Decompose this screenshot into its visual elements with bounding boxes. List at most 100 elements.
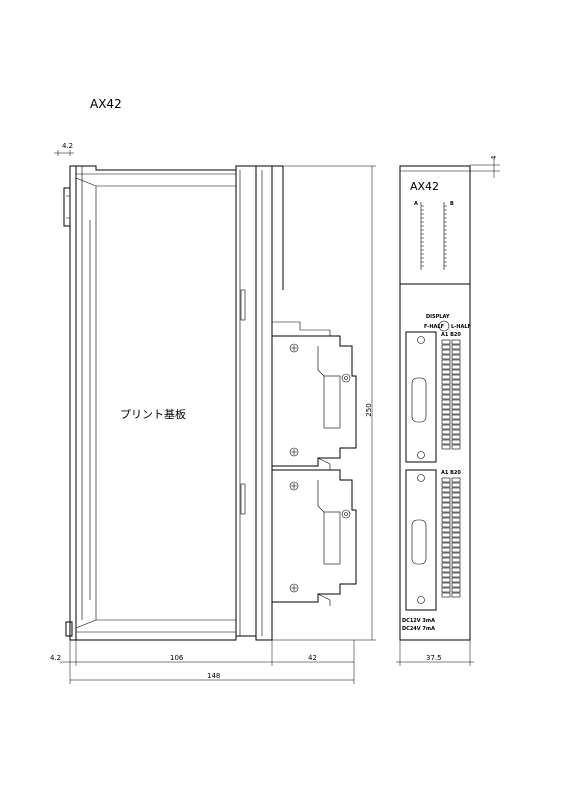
connector-pin [451, 482, 461, 488]
front-col-b: B [450, 201, 454, 207]
connector-pin [451, 512, 461, 518]
connector-pin [441, 339, 451, 345]
connector-pin [451, 444, 461, 450]
connector-pin [451, 517, 461, 523]
connector-pin [441, 419, 451, 425]
connector-pin [451, 542, 461, 548]
dim-board-depth: 106 [170, 654, 184, 662]
connector-pin [451, 492, 461, 498]
connector-pin [451, 424, 461, 430]
connector-pin [451, 497, 461, 503]
connector-pin [441, 572, 451, 578]
front-model: AX42 [410, 180, 439, 193]
connector-pin [451, 384, 461, 390]
connector-pin [451, 567, 461, 573]
connector-pin [451, 364, 461, 370]
connector-pin [451, 577, 461, 583]
connector-pin [441, 369, 451, 375]
connector-pin [441, 364, 451, 370]
connector-pin [441, 374, 451, 380]
connector-pin [451, 537, 461, 543]
connector-pin [441, 567, 451, 573]
connector-pin [451, 502, 461, 508]
connector-pin [441, 517, 451, 523]
dim-top-width: 4.2 [62, 142, 73, 150]
side-view: 4.2 [50, 142, 376, 684]
connector-pin [451, 552, 461, 558]
connector-pin [441, 344, 451, 350]
connector-pin [451, 404, 461, 410]
connector-pin [441, 482, 451, 488]
connector-pin [451, 477, 461, 483]
switch-right-label: L-HALF [451, 324, 471, 330]
connector-pin [441, 359, 451, 365]
connector-pin [441, 587, 451, 593]
connector-pin [451, 394, 461, 400]
rating-24v: DC24V 7mA [402, 626, 435, 632]
connector-pin [451, 354, 461, 360]
connector-pin [441, 429, 451, 435]
connector-pin [451, 344, 461, 350]
dim-total-depth: 148 [207, 672, 220, 680]
connector-pin [451, 572, 461, 578]
connector-pin [451, 349, 461, 355]
connector-pin [451, 339, 461, 345]
connector-pin [451, 409, 461, 415]
connector-pin [451, 522, 461, 528]
connector-pin [441, 557, 451, 563]
connector-pin [441, 492, 451, 498]
connector-pin [451, 592, 461, 598]
connector-pin [441, 582, 451, 588]
connector-pin [441, 439, 451, 445]
dim-front-width: 37.5 [426, 654, 442, 662]
connector-pin [451, 434, 461, 440]
connector-pin [441, 379, 451, 385]
connector-pin [451, 532, 461, 538]
connector-pin [441, 577, 451, 583]
connector1-header: A1 B20 [441, 332, 461, 338]
connector-pin [441, 409, 451, 415]
dim-connector-depth: 42 [308, 654, 317, 662]
connector-pin [451, 369, 461, 375]
model-title: AX42 [90, 97, 122, 111]
connector-pin [441, 522, 451, 528]
connector-pin [441, 477, 451, 483]
front-view: 4 AX42 A B DISPLAY F-HALF L-HALF A1 B20 … [396, 155, 500, 666]
connector-pin [441, 389, 451, 395]
connector2-pins [441, 477, 461, 598]
connector-pin [451, 379, 461, 385]
connector-pin [451, 389, 461, 395]
dim-bottom-offset: 4.2 [50, 654, 61, 662]
connector-pin [441, 532, 451, 538]
connector-pin [451, 557, 461, 563]
connector-pin [441, 349, 451, 355]
connector-pin [441, 537, 451, 543]
connector-pin [441, 592, 451, 598]
board-label: プリント基板 [120, 407, 186, 421]
connector-pin [441, 552, 451, 558]
connector-pin [441, 487, 451, 493]
connector-pin [441, 424, 451, 430]
connector-pin [451, 547, 461, 553]
connector-pin [451, 359, 461, 365]
connector-pin [451, 487, 461, 493]
connector-pin [451, 419, 461, 425]
dim-front-offset: 4 [490, 155, 498, 160]
connector-pin [441, 434, 451, 440]
display-label: DISPLAY [426, 314, 450, 320]
display-switch-icon [438, 320, 450, 332]
connector-pin [451, 587, 461, 593]
connector-pin [441, 399, 451, 405]
connector-pin [441, 404, 451, 410]
dim-height: 250 [365, 403, 373, 416]
connector-pin [441, 542, 451, 548]
connector-pin [441, 562, 451, 568]
connector-pin [451, 527, 461, 533]
connector-pin [451, 374, 461, 380]
connector-pin [451, 414, 461, 420]
connector-pin [441, 527, 451, 533]
switch-left-label: F-HALF [424, 324, 444, 330]
connector-pin [441, 354, 451, 360]
connector-pin [441, 394, 451, 400]
